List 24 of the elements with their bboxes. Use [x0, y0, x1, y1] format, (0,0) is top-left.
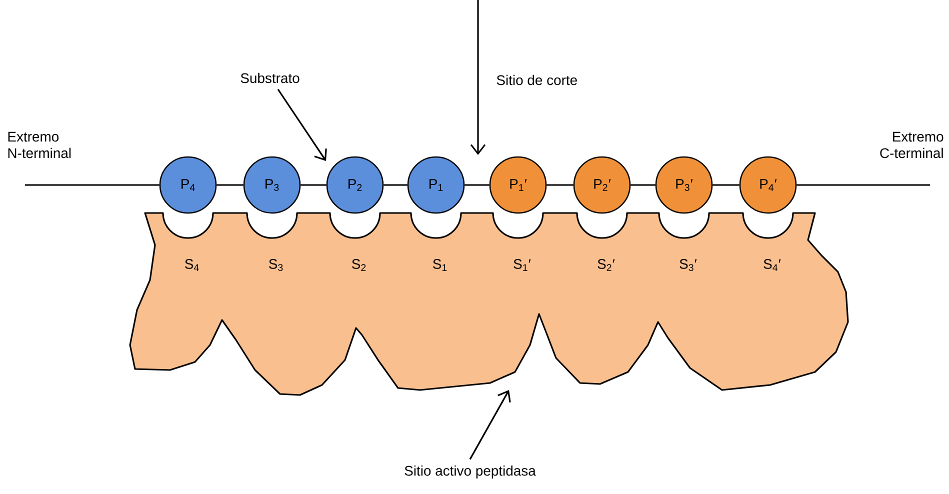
callout-text: Sitio activo peptidasa — [404, 466, 536, 478]
subsite-label: S$_{4}$′ — [764, 259, 781, 271]
arrow — [469, 390, 511, 460]
subsite-label: S$_{2}$ — [352, 259, 366, 271]
subsite-label: S$_{4}$ — [185, 259, 199, 271]
chain-line — [300, 184, 326, 186]
annotation-text: Sitio de corte — [496, 74, 577, 86]
chain-line — [796, 184, 930, 186]
chain-line — [712, 184, 740, 186]
annotation-text: Extremo C-terminal — [880, 132, 944, 158]
chain-line — [546, 184, 574, 186]
subsite-label: S$_{1}$ — [433, 259, 447, 271]
subsite-label: S$_{3}$′ — [680, 259, 697, 271]
callout-text: Substrato — [240, 72, 300, 84]
subsite-label: S$_{1}$′ — [514, 259, 531, 271]
chain-line — [630, 184, 656, 186]
subsite-label: S$_{2}$′ — [598, 259, 615, 271]
chain-line — [464, 184, 490, 186]
chain-line — [25, 184, 160, 186]
annotation-text: Extremo N-terminal — [8, 132, 71, 158]
chain-line — [216, 184, 244, 186]
chain-line — [384, 184, 408, 186]
arrow — [277, 88, 327, 161]
subsite-label: S$_{3}$ — [269, 259, 283, 271]
